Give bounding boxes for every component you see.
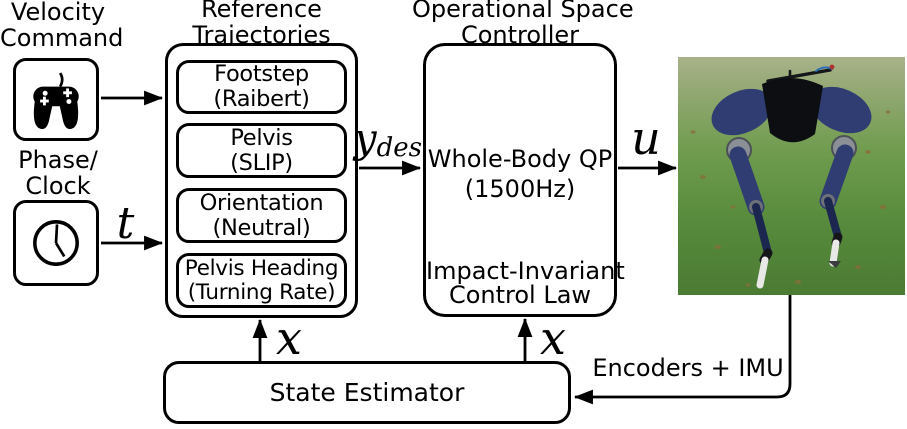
- signal-t-label: t: [116, 198, 135, 249]
- clock-icon: [33, 220, 79, 266]
- cassie-robot-photo: [678, 57, 905, 295]
- phase-clock-label: Phase/ Clock: [18, 146, 98, 200]
- osc-title: Operational Space Controller: [412, 0, 634, 49]
- robot-illustration: [690, 64, 891, 289]
- orientation-block: Orientation (Neutral): [176, 188, 347, 243]
- gamepad-icon: [33, 71, 79, 129]
- velocity-command-label: Velocity Command: [0, 0, 124, 52]
- reference-trajectories-title: Reference Trajectories: [192, 0, 331, 49]
- whole-body-qp-label: Whole-Body QP (1500Hz): [427, 145, 613, 203]
- phase-clock-box: [13, 200, 99, 286]
- encoders-imu-label: Encoders + IMU: [592, 354, 784, 382]
- signal-u-label: u: [631, 111, 661, 165]
- osc-box: Whole-Body QP (1500Hz) Impact-Invariant …: [423, 43, 625, 317]
- reference-trajectories-box: Footstep (Raibert) Pelvis (SLIP) Orienta…: [165, 43, 358, 318]
- impact-invariant-label: Impact-Invariant Control Law: [426, 257, 625, 310]
- state-estimator-box: State Estimator: [163, 361, 571, 424]
- signal-x-osc-label: x: [540, 311, 566, 365]
- velocity-command-box: [13, 58, 99, 141]
- signal-x-reference-label: x: [276, 311, 302, 365]
- footstep-block: Footstep (Raibert): [176, 60, 347, 114]
- state-estimator-label: State Estimator: [269, 378, 465, 407]
- pelvis-block: Pelvis (SLIP): [176, 123, 347, 178]
- pelvis-heading-block: Pelvis Heading (Turning Rate): [176, 253, 347, 308]
